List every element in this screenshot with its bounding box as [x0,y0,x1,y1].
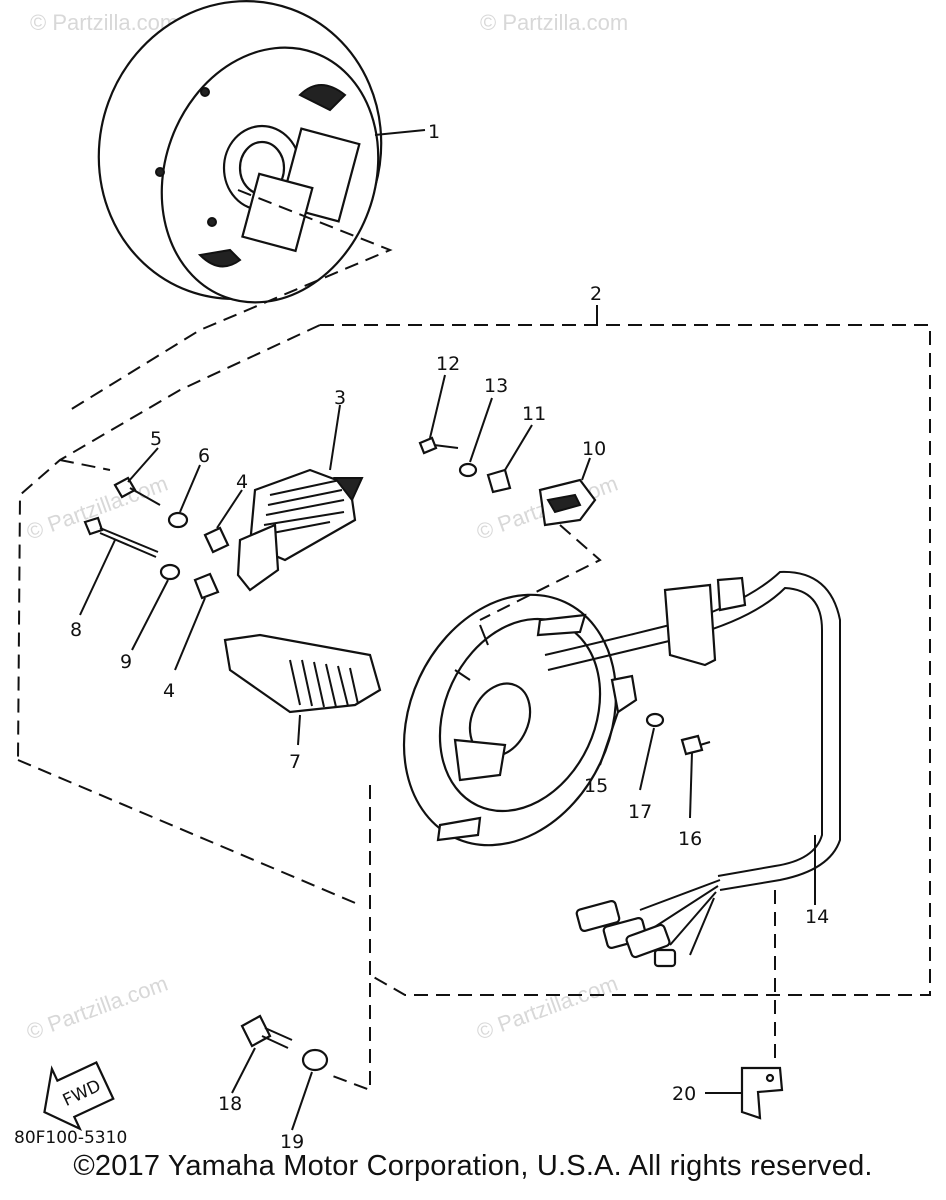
callout-3: 3 [334,387,346,409]
callout-10: 10 [582,438,606,460]
watermark-text: © Partzilla.com [23,971,171,1045]
callout-20: 20 [672,1083,696,1105]
callout-16: 16 [678,828,702,850]
diagram-code: 80F100-5310 [14,1128,127,1148]
forward-direction-arrow: FWD [43,1061,115,1132]
copyright-notice: ©2017 Yamaha Motor Corporation, U.S.A. A… [73,1150,873,1182]
source-coil [223,633,382,746]
callout-7: 7 [289,751,301,773]
clamp [486,424,533,494]
callout-11: 11 [522,403,546,425]
wire-harness [544,570,841,968]
callouts: 1 2 3 4 4 5 6 7 8 9 10 11 12 13 14 15 16… [70,121,829,1153]
callout-2: 2 [590,283,602,305]
stator-base-plate [402,593,618,847]
flywheel-rotor [69,0,426,411]
callout-1: 1 [428,121,440,143]
callout-13: 13 [484,375,508,397]
callout-9: 9 [120,651,132,673]
callout-18: 18 [218,1093,242,1115]
callout-6: 6 [198,445,210,467]
callout-17: 17 [628,801,652,823]
callout-15: 15 [584,775,608,797]
callout-19: 19 [280,1131,304,1153]
callout-14: 14 [805,906,829,928]
callout-12: 12 [436,353,460,375]
callout-8: 8 [70,619,82,641]
pickup-sensor [479,457,602,621]
callout-5: 5 [150,428,162,450]
callout-4: 4 [163,680,175,702]
watermark-text: © Partzilla.com [30,10,178,35]
watermark-text: © Partzilla.com [480,10,628,35]
callout-4: 4 [236,471,248,493]
stator-assembly-outline [17,324,931,1092]
watermark-text: © Partzilla.com [23,471,171,545]
watermark-text: © Partzilla.com [473,971,621,1045]
fasteners [79,305,784,1131]
charge-coil [236,404,364,592]
